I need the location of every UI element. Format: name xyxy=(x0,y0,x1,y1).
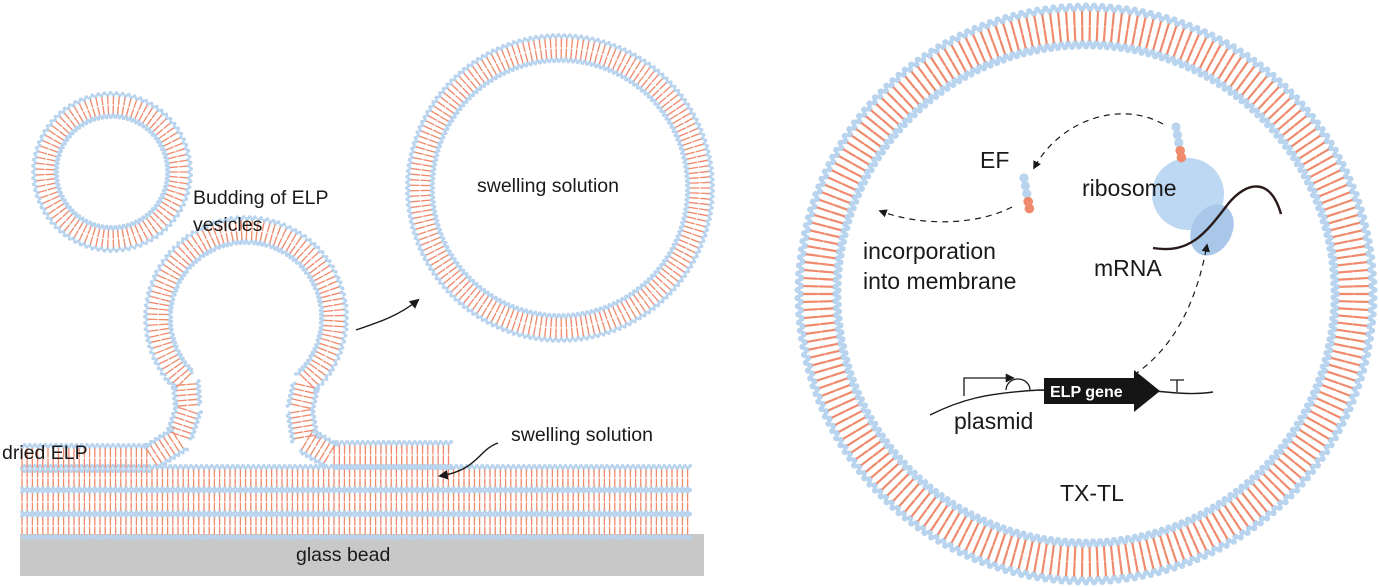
mrna-label: mRNA xyxy=(1094,255,1162,281)
dried-elp-stack xyxy=(20,464,693,540)
budding-label-line1: Budding of ELP xyxy=(193,187,329,209)
swelling-arrow xyxy=(438,442,499,480)
budding-vesicle xyxy=(20,215,454,473)
ribosome-label: ribosome xyxy=(1082,175,1177,201)
txtl-label: TX-TL xyxy=(1060,480,1124,506)
transcription-arrow xyxy=(1133,243,1210,376)
ef-molecule xyxy=(1019,173,1035,214)
membrane-tails xyxy=(21,493,689,511)
membrane-heads xyxy=(794,2,1378,586)
elp-gene-label: ELP gene xyxy=(1050,384,1123,401)
membrane-tails xyxy=(410,38,710,338)
ribosome-small-subunit xyxy=(1190,204,1234,256)
elp-gene-arrow xyxy=(1044,370,1160,412)
dried-elp-label: dried ELP xyxy=(2,442,88,464)
right-panel: ELP gene EF ribosome mRNA incorporation … xyxy=(794,2,1378,586)
membrane-heads xyxy=(20,215,454,473)
ef-release-arrow xyxy=(1033,113,1164,170)
membrane-heads xyxy=(20,512,693,540)
plasmid-label: plasmid xyxy=(954,408,1033,434)
swelling-solution-label-top: swelling solution xyxy=(477,175,619,197)
budding-label-line2: vesicles xyxy=(193,214,263,236)
rbs-icon xyxy=(1005,378,1031,391)
mrna-strand xyxy=(1152,185,1283,251)
cell-free-vesicle xyxy=(794,2,1378,586)
membrane-heads xyxy=(31,91,193,253)
promoter-icon xyxy=(963,373,1015,396)
membrane-tails xyxy=(21,517,689,535)
incorporation-arrow xyxy=(878,206,1013,223)
left-panel: Budding of ELP vesicles swelling solutio… xyxy=(2,33,715,576)
membrane-tails xyxy=(36,96,188,248)
plasmid-dna xyxy=(929,389,1214,416)
glass-bead-label: glass bead xyxy=(296,544,390,566)
budding-arrow xyxy=(355,298,420,331)
membrane-heads xyxy=(20,488,693,516)
incorporation-label-line2: into membrane xyxy=(863,268,1016,294)
large-elp-vesicle xyxy=(405,33,715,343)
glass-bead xyxy=(20,534,704,576)
nascent-elp-molecule xyxy=(1171,122,1187,163)
membrane-heads xyxy=(405,33,715,343)
membrane-tails xyxy=(21,469,689,487)
membrane-tails xyxy=(803,11,1369,577)
membrane-tails xyxy=(21,220,450,468)
ef-label: EF xyxy=(980,147,1009,173)
incorporation-label-line1: incorporation xyxy=(863,238,996,264)
swelling-solution-label-mid: swelling solution xyxy=(511,424,653,446)
small-elp-vesicle xyxy=(31,91,193,253)
terminator-icon xyxy=(1170,379,1184,392)
